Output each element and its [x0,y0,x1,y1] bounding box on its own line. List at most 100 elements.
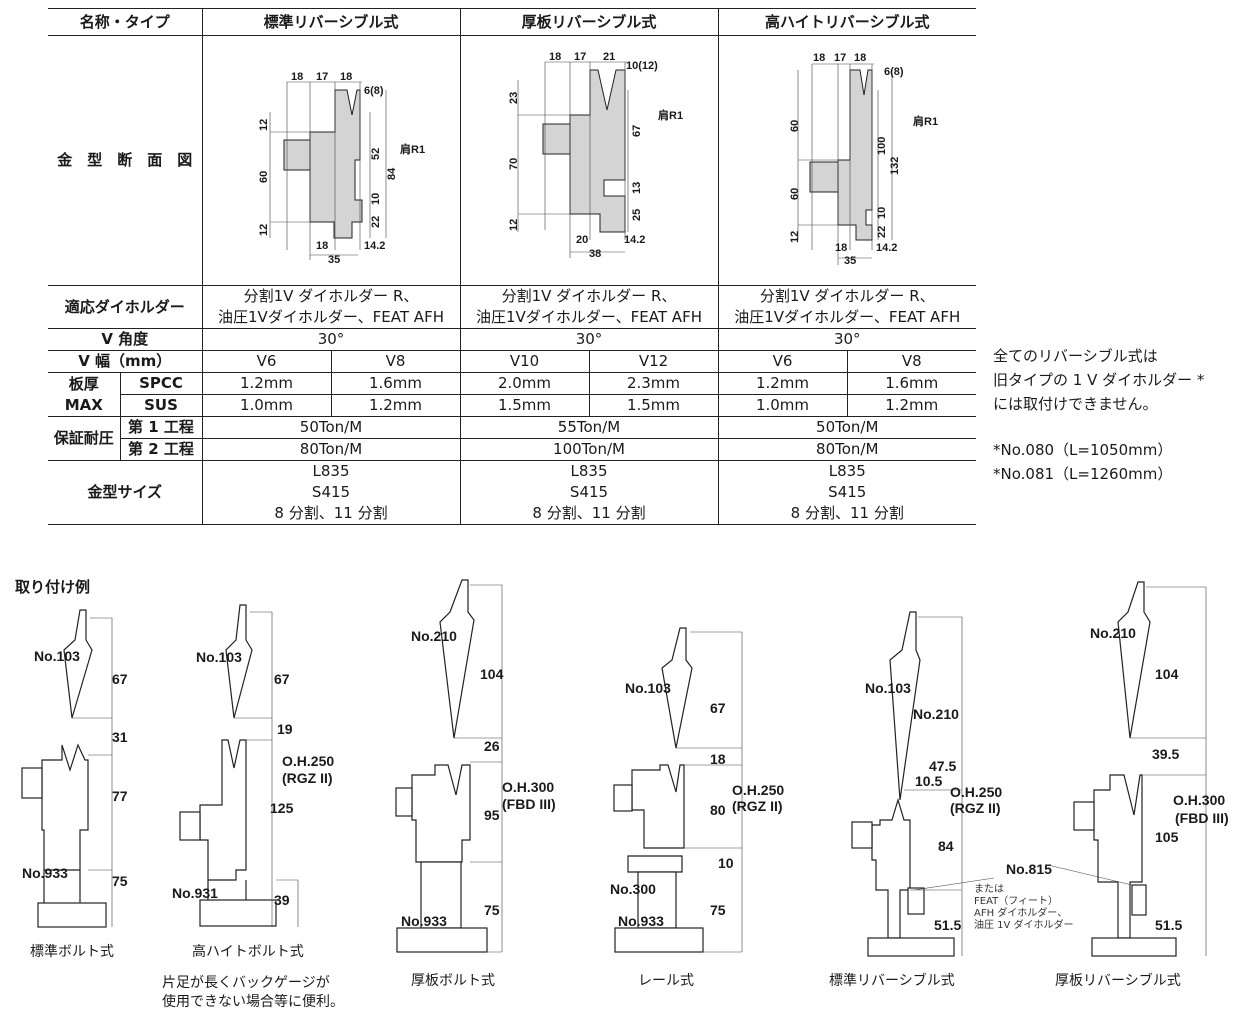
step1-row: 保証耐圧 第 1 工程 50Ton/M 55Ton/M 50Ton/M [48,416,976,461]
holder-line: 分割1V ダイホルダー R、 [243,287,419,305]
holder-value-1: 分割1V ダイホルダー R、油圧1Vダイホルダー、FEAT AFH [201,285,461,329]
step2-label: 第 2 工程 [120,438,203,461]
dim: 104 [1155,666,1179,682]
dim: 6(8) [884,66,904,78]
dim: 13 [631,181,643,194]
oh-label: O.H.300 [502,779,555,795]
oh-label: O.H.250 [950,784,1003,800]
dim: 10.5 [915,773,943,789]
holder-line: 油圧1Vダイホルダー、FEAT AFH [734,308,961,326]
oh-label: O.H.250 [282,753,335,769]
dim: 12 [258,118,270,131]
dim: 60 [789,119,801,132]
oh-model: (FBD III) [1175,810,1229,826]
dim: 19 [277,721,293,737]
dim: 22 [370,215,382,228]
part-label: No.815 [1006,861,1052,877]
spcc-value: 1.6mm [330,372,461,395]
dim: 51.5 [1155,917,1183,933]
dim: 18 [813,52,826,64]
example-caption: 厚板リバーシブル式 [1055,973,1181,989]
part-label: No.931 [172,885,218,901]
example-4-drawing [613,627,704,953]
example-caption: 標準リバーシブル式 [829,973,955,989]
example-drawings [21,579,1177,957]
example-3-drawing [395,579,488,953]
dim: 肩R1 [400,144,426,156]
sus-value: 1.0mm [201,394,332,417]
oh-label: O.H.250 [732,782,785,798]
alt-holder-note: 油圧 1V ダイホルダー [974,920,1074,931]
sus-value: 1.2mm [330,394,461,417]
dim: 21 [603,51,616,63]
example-2-drawing [179,604,277,927]
part-label: No.210 [1090,625,1136,641]
spcc-label: SPCC [119,372,203,395]
size-label: 金型サイズ [48,460,203,525]
holder-line: 油圧1Vダイホルダー、FEAT AFH [218,308,444,326]
vwidth-value: V8 [330,350,461,373]
dim: 39 [274,892,290,908]
dim: 38 [589,248,602,260]
dim: 105 [1155,829,1179,845]
note-line: 全てのリバーシブル式は [993,347,1158,365]
dimension-lines [269,61,893,265]
dim: 35 [328,254,341,266]
size-line: 8 分割、11 分割 [790,504,904,522]
example-1-drawing [21,609,107,928]
step1-value: 55Ton/M [459,416,719,439]
dim: 12 [789,230,801,243]
dim: 17 [834,52,847,64]
dim: 6(8) [364,85,384,97]
dim: 17 [316,71,329,83]
dim: 84 [386,167,398,180]
dim: 75 [112,873,128,889]
size-line: S415 [569,483,609,501]
dim: 17 [574,51,587,63]
dim: 12 [258,223,270,236]
example-caption: 標準ボルト式 [30,944,114,960]
angle-row: V 角度 30° 30° 30° [48,328,976,351]
dim: 95 [484,807,500,823]
dim: 14.2 [876,242,898,254]
example-5-drawing [851,611,955,957]
size-line: S415 [311,483,351,501]
dim: 10(12) [626,60,658,72]
holder-line: 分割1V ダイホルダー R、 [501,287,677,305]
dim: 10 [876,206,888,219]
size-line: 8 分割、11 分割 [532,504,646,522]
dim: 18 [340,71,353,83]
alt-holder-note: AFH ダイホルダー、 [974,908,1068,919]
dim: 77 [112,788,128,804]
dim: 26 [484,738,500,754]
dim: 35 [844,255,857,267]
size-line: 8 分割、11 分割 [274,504,388,522]
dim: 67 [112,671,128,687]
sus-row: SUS 1.0mm 1.2mm 1.5mm 1.5mm 1.0mm 1.2mm [48,394,976,417]
note-ref: *No.081（L=1260mm） [993,465,1173,483]
part-label: No.933 [401,913,447,929]
dim: 100 [876,136,888,155]
example-6-drawing [1073,581,1177,957]
step2-row: 第 2 工程 80Ton/M 100Ton/M 80Ton/M [48,438,976,461]
dim: 75 [484,902,500,918]
section-die-1 [283,89,363,239]
part-label: No.933 [618,913,664,929]
alt-holder-note: FEAT（フィート） [974,896,1059,907]
holder-line: 油圧1Vダイホルダー、FEAT AFH [476,308,702,326]
dim: 14.2 [364,240,386,252]
pressure-label: 保証耐圧 [48,416,121,461]
example-note: 使用できない場合等に便利。 [162,994,344,1010]
dim: 12 [508,218,520,231]
dim: 67 [631,124,643,137]
example-caption: 厚板ボルト式 [411,973,495,989]
spcc-row: 板厚 MAX SPCC 1.2mm 1.6mm 2.0mm 2.3mm 1.2m… [48,372,976,417]
dim: 18 [710,751,726,767]
dim: 18 [549,51,562,63]
header-standard-reversible: 標準リバーシブル式 [201,8,461,36]
step1-label: 第 1 工程 [119,416,203,439]
